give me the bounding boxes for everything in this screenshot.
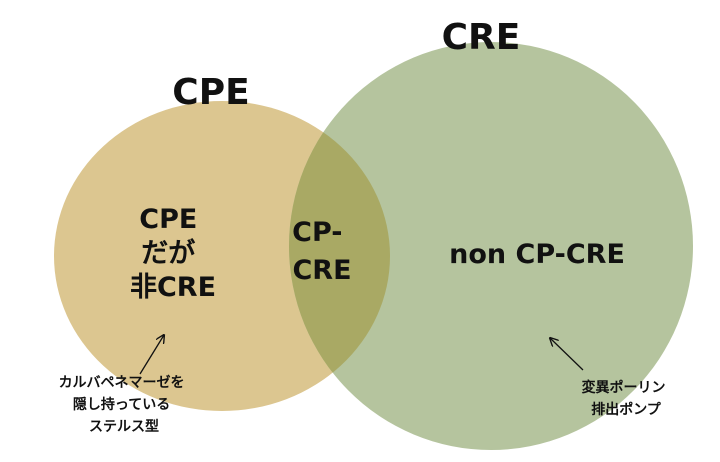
overlap-line: CRE [292,255,351,286]
cpe-only-line: CPE [139,204,197,235]
cpe-note-line: ステルス型 [89,418,159,435]
cpe-note: カルバペネマーゼを 隠し持っている ステルス型 [59,374,190,435]
cpe-only-line: だが [141,237,195,269]
cpe-note-line: 隠し持っている [73,396,170,413]
cpe-note-line: カルバペネマーゼを [59,374,185,391]
cpe-set-label: CPE [172,72,249,113]
cpe-only-line: 非CRE [130,272,216,303]
cpe-only-region-label: CPE だが 非CRE [130,204,216,303]
overlap-region-label: CP- CRE [292,217,352,286]
cre-circle [289,42,693,450]
cre-note-arrow [550,338,584,371]
cre-note-line: 排出ポンプ [591,401,662,418]
cre-note: 変異ポーリン 排出ポンプ [582,379,671,418]
cre-note-line: 変異ポーリン [582,379,666,396]
cpe-note-arrow [139,335,164,375]
overlap-line: CP- [292,217,342,248]
cre-only-line: non CP-CRE [449,239,625,270]
cre-only-region-label: non CP-CRE [449,239,625,270]
cre-set-label: CRE [442,17,521,58]
